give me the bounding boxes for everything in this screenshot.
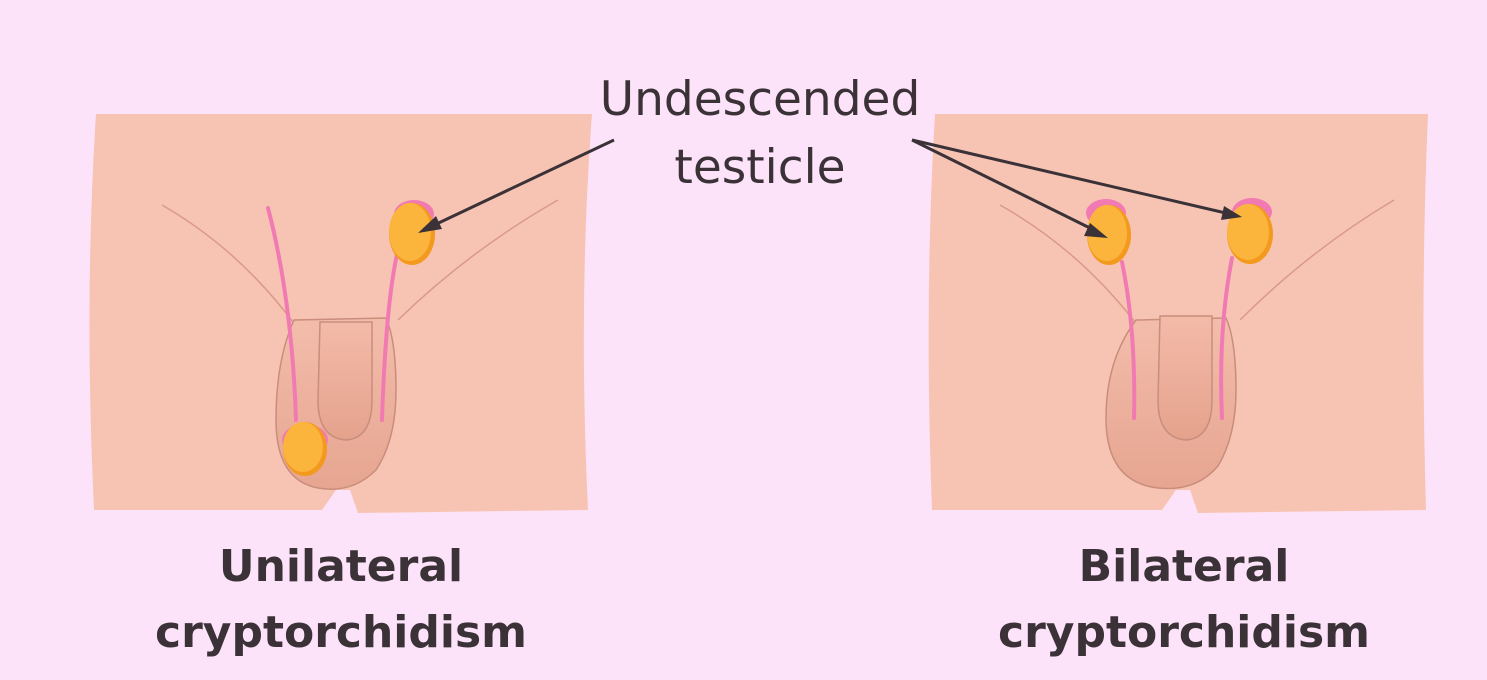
arrow-to-right-testicle-1 — [911, 138, 1099, 234]
callout-line-1: Undescended — [599, 72, 921, 127]
right-groin-crease-right — [1239, 199, 1395, 321]
left-groin-crease-right — [397, 199, 559, 321]
left-spermatic-cord-left — [266, 206, 298, 422]
left-penis — [317, 321, 373, 441]
right-body — [928, 114, 1428, 513]
left-body — [89, 114, 593, 513]
arrow-to-left-testicle — [427, 138, 615, 230]
undescended-testicle-label: Undescended testicle — [560, 66, 960, 202]
left-spermatic-cord-right — [380, 248, 400, 422]
callout-line-2: testicle — [674, 140, 846, 195]
bilateral-caption-line-2: cryptorchidism — [997, 607, 1371, 658]
right-spermatic-cord-left — [1120, 260, 1137, 420]
right-penis — [1157, 315, 1213, 441]
right-undescended-testicle-right — [1227, 198, 1273, 264]
arrowhead-left — [418, 216, 442, 233]
left-groin-crease-left — [161, 204, 297, 327]
right-undescended-testicle-left — [1086, 199, 1131, 265]
unilateral-caption-line-2: cryptorchidism — [154, 607, 528, 658]
callout-arrows — [418, 138, 1242, 238]
right-groin-crease-left — [999, 204, 1139, 327]
arrowhead-right-2 — [1221, 206, 1242, 220]
left-descended-testicle — [282, 422, 328, 476]
left-panel-illustration — [89, 114, 593, 513]
right-panel-illustration — [928, 114, 1428, 513]
arrowhead-right-1 — [1084, 223, 1108, 238]
unilateral-caption-line-1: Unilateral — [218, 541, 464, 592]
left-undescended-testicle — [389, 200, 435, 265]
right-spermatic-cord-right — [1219, 256, 1234, 420]
bilateral-caption: Bilateral cryptorchidism — [924, 534, 1444, 666]
bilateral-caption-line-1: Bilateral — [1078, 541, 1290, 592]
unilateral-caption: Unilateral cryptorchidism — [81, 534, 601, 666]
arrow-to-right-testicle-2 — [911, 138, 1231, 216]
